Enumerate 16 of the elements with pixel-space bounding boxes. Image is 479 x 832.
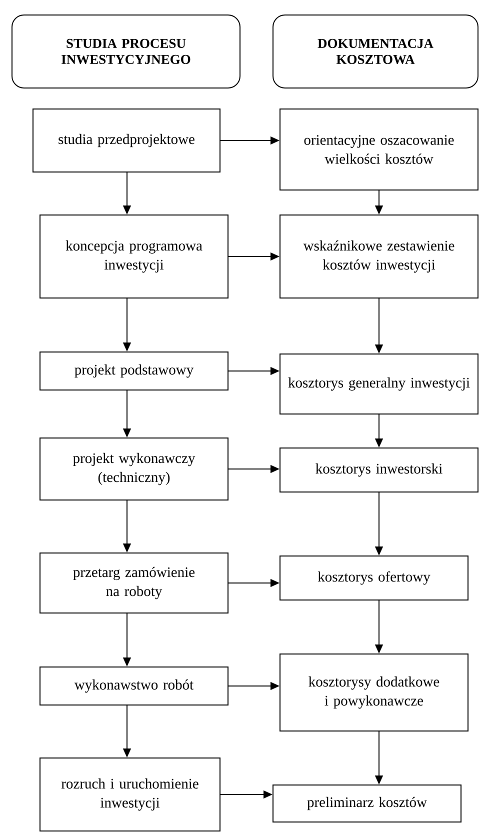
process-box: studia przedprojektowe <box>32 108 220 172</box>
process-box: koncepcja programowa inwestycji <box>40 214 228 298</box>
process-box: kosztorys inwestorski <box>280 448 478 492</box>
process-box: projekt podstawowy <box>40 352 228 390</box>
process-box: kosztorys ofertowy <box>280 556 468 600</box>
process-box: orientacyjne oszacowanie wielkości kosztów <box>280 108 478 190</box>
process-box: rozruch i uruchomienie inwestycji <box>40 758 220 832</box>
process-box: wykonawstwo robót <box>40 666 228 706</box>
process-box: projekt wykonawczy (techniczny) <box>40 438 228 500</box>
process-box: wskaźnikowe zestawienie kosztów inwestycji <box>280 214 478 298</box>
header-box: DOKUMENTACJA KOSZTOWA <box>272 14 478 88</box>
process-box: kosztorys generalny inwestycji <box>280 354 478 414</box>
header-box: STUDIA PROCESU INWESTYCYJNEGO <box>12 14 240 88</box>
process-box: preliminarz kosztów <box>272 784 462 822</box>
process-box: kosztorysy dodatkowe i powykonawcze <box>280 654 468 732</box>
process-box: przetarg zamówienie na roboty <box>40 552 228 614</box>
